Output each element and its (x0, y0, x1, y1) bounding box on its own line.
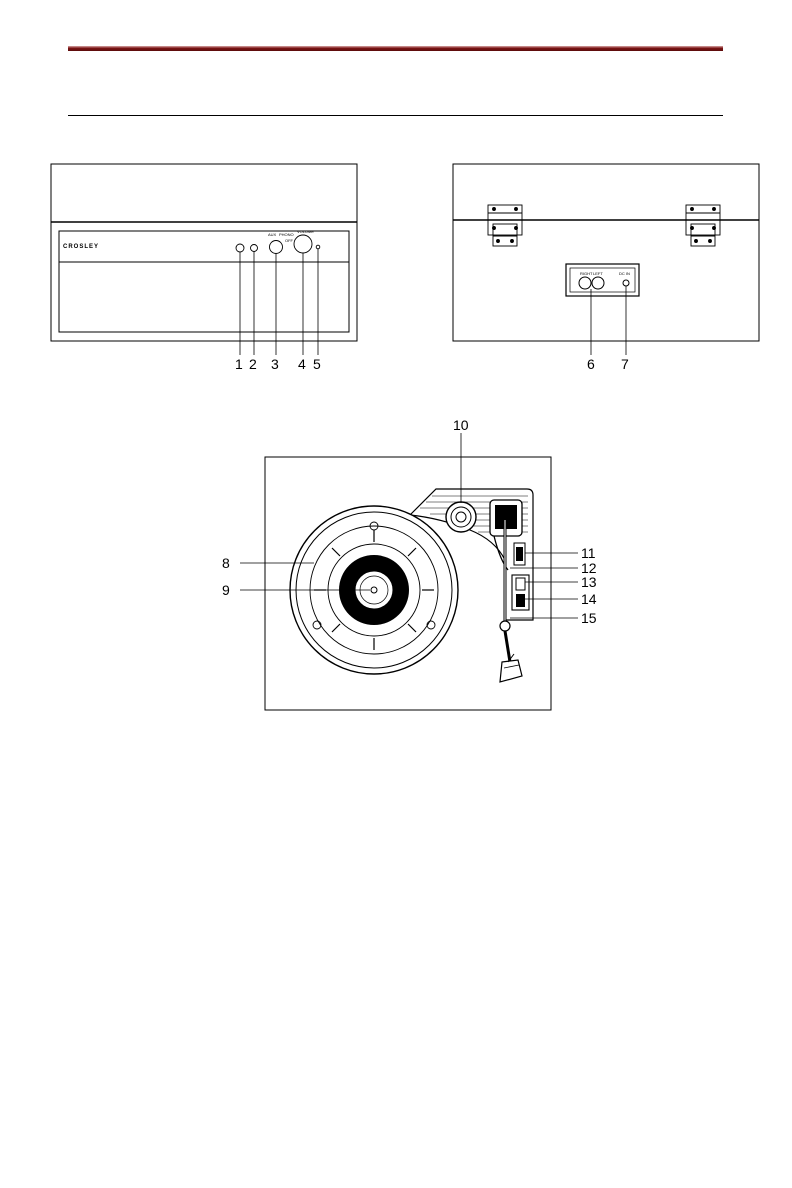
jack-plate (566, 264, 639, 296)
rca-right-jack (579, 277, 591, 289)
callout-9: 9 (222, 582, 230, 598)
jack-label-right: RIGHT (580, 271, 593, 276)
callout-14: 14 (581, 591, 597, 607)
callout-6: 6 (587, 356, 595, 372)
jack-label-left: LEFT (593, 271, 603, 276)
front-leaders (240, 249, 318, 355)
callout-1: 1 (235, 356, 243, 372)
left-hinge (488, 205, 522, 246)
switch-label-aux: AUX (268, 232, 277, 237)
front-panel-frame (59, 231, 349, 332)
front-view (51, 164, 357, 341)
tonearm-neck (505, 631, 510, 662)
speed-selector-lower (516, 594, 525, 607)
rear-case-outline (453, 164, 759, 341)
right-hinge (686, 205, 720, 246)
knob-label-volume: VOLUME (297, 229, 314, 234)
dc-in-jack (623, 280, 629, 286)
top-view (265, 457, 551, 710)
jack-label-dc-in: DC IN (619, 271, 630, 276)
spindle (371, 587, 377, 593)
aux-jack (251, 245, 258, 252)
callout-5: 5 (313, 356, 321, 372)
headphone-jack (236, 244, 244, 252)
speed-selector-upper (516, 578, 525, 590)
callout-13: 13 (581, 574, 597, 590)
callout-15: 15 (581, 610, 597, 626)
callout-8: 8 (222, 555, 230, 571)
callout-10: 10 (453, 417, 469, 433)
rear-view (453, 164, 759, 341)
callout-4: 4 (298, 356, 306, 372)
arm-rest-clip (516, 547, 523, 561)
rca-left-jack (592, 277, 604, 289)
cartridge (500, 660, 522, 682)
brand-logo: CROSLEY (63, 244, 99, 250)
switch-label-off: OFF (285, 238, 294, 243)
callout-7: 7 (621, 356, 629, 372)
callout-3: 3 (271, 356, 279, 372)
front-case-outline (51, 164, 357, 341)
volume-knob (294, 235, 312, 253)
switch-label-phono: PHONO (279, 232, 294, 237)
power-indicator (316, 245, 320, 249)
tonearm-joint (500, 621, 510, 631)
callout-11: 11 (581, 545, 596, 561)
function-switch (270, 241, 283, 254)
callout-2: 2 (249, 356, 257, 372)
